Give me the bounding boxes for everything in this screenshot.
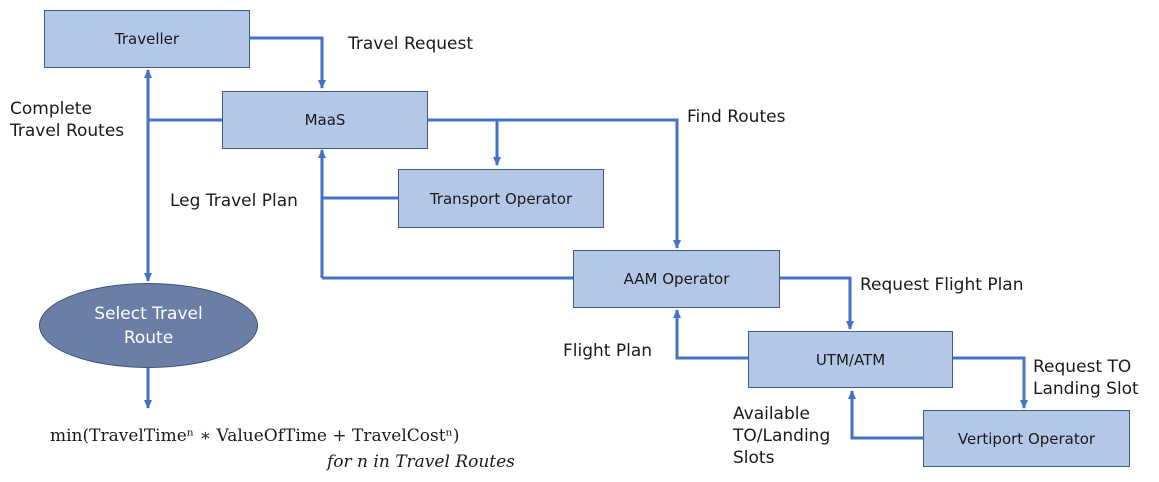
complete-routes-line2: Travel Routes [10,121,125,141]
transport-operator-node: Transport Operator [398,169,604,228]
complete-routes-line1: Complete [10,99,92,119]
label-travel-request: Travel Request [348,34,473,54]
select-route-line1: Select Travel [94,303,203,324]
traveller-label: Traveller [114,30,180,48]
formula-line1: min(TravelTimeⁿ ∗ ValueOfTime + TravelCo… [50,426,460,446]
label-request-flight-plan: Request Flight Plan [860,275,1024,295]
label-available-slots: Available TO/Landing Slots [733,403,830,469]
utm-atm-node: UTM/ATM [748,331,953,388]
available-line1: Available [733,404,810,424]
traveller-node: Traveller [44,10,250,68]
label-find-routes: Find Routes [687,107,786,127]
vertiport-operator-node: Vertiport Operator [923,410,1130,467]
transport-operator-label: Transport Operator [429,189,573,208]
maas-label: MaaS [304,111,346,129]
aam-operator-label: AAM Operator [623,270,730,288]
arrow-request-flight-plan [780,276,854,330]
select-travel-route-node: Select Travel Route [39,283,258,368]
label-request-to-slot: Request TO Landing Slot [1033,356,1139,400]
arrow-find-routes-aam [428,118,681,249]
label-complete-routes: Complete Travel Routes [10,98,124,142]
label-flight-plan: Flight Plan [563,341,653,361]
aam-operator-node: AAM Operator [573,250,780,308]
available-line2: TO/Landing [733,426,831,446]
arrow-travel-request [250,36,326,89]
arrow-available-slots [848,390,923,440]
formula-line2: for n in Travel Routes [327,452,515,472]
available-line3: Slots [733,448,775,468]
vertiport-operator-label: Vertiport Operator [957,429,1096,448]
utm-atm-label: UTM/ATM [815,350,886,369]
label-leg-travel-plan: Leg Travel Plan [170,191,298,211]
request-to-line2: Landing Slot [1033,379,1139,399]
request-to-line1: Request TO [1033,357,1132,377]
maas-node: MaaS [222,91,428,149]
select-route-line2: Route [123,327,174,348]
arrow-request-to-slot [953,356,1028,409]
arrow-flight-plan [673,309,748,360]
